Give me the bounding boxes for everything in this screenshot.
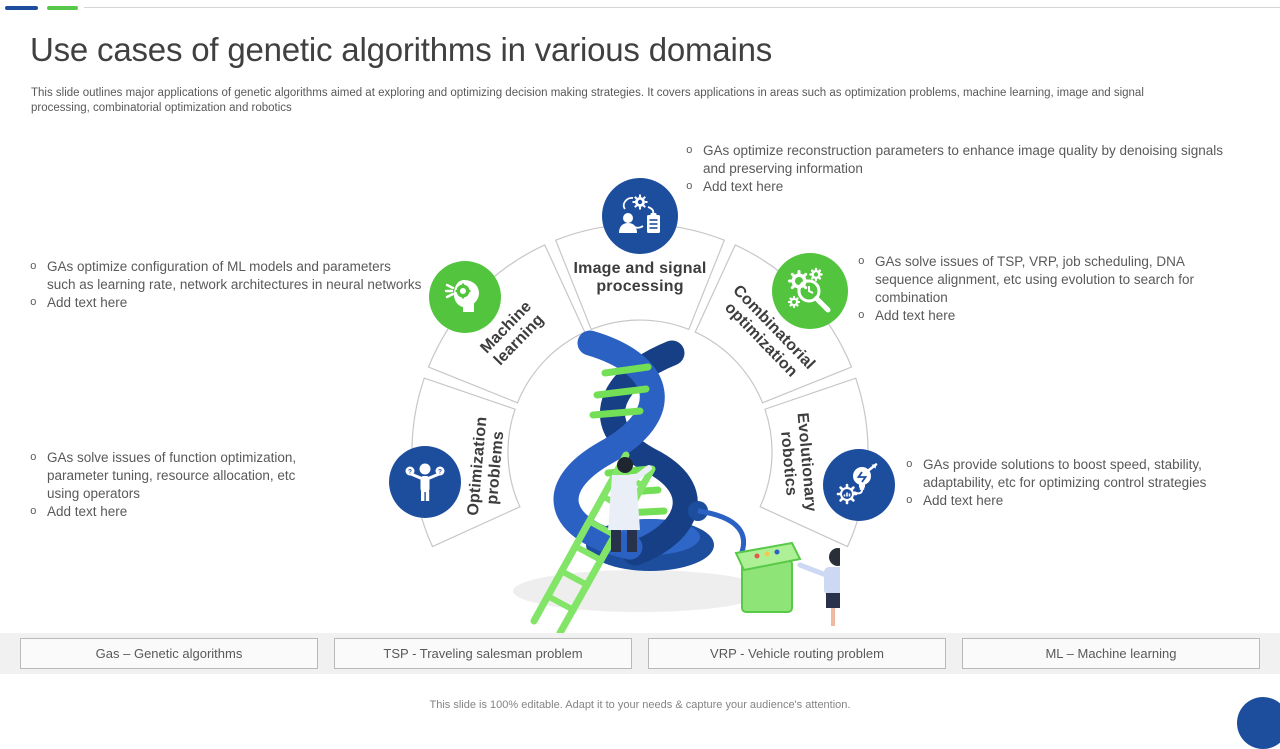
operator-figure <box>797 548 840 626</box>
slide: { "slide": { "title": "Use cases of gene… <box>0 6 1280 749</box>
combinatorial-optimization-text-block: o GAs solve issues of TSP, VRP, job sche… <box>858 253 1226 325</box>
legend-box-vrp: VRP - Vehicle routing problem <box>648 638 946 669</box>
bullet-item: o Add text here <box>858 307 956 323</box>
evolutionary-robotics-text-block: o GAs provide solutions to boost speed, … <box>906 456 1250 510</box>
accent-dash-green <box>47 6 78 10</box>
legend-box-ml: ML – Machine learning <box>962 638 1260 669</box>
image-signal-processing-text-block: o GAs optimize reconstruction parameters… <box>686 142 1234 196</box>
bullet-icon: o <box>686 180 693 193</box>
top-divider-line <box>84 7 1280 8</box>
page-title: Use cases of genetic algorithms in vario… <box>30 31 773 68</box>
dna-illustration <box>513 330 840 635</box>
optimization-problems-text-block: o GAs solve issues of function optimizat… <box>30 449 330 521</box>
accent-dash-blue <box>5 6 38 10</box>
bullet-item: o Add text here <box>30 503 128 519</box>
head-gear-icon <box>444 280 479 312</box>
bullet-icon: o <box>30 505 37 518</box>
bullet-icon: o <box>30 261 37 273</box>
bullet-item: o GAs provide solutions to boost speed, … <box>906 457 1207 490</box>
bullet-icon: o <box>686 145 693 157</box>
abbreviation-legend-strip: Gas – Genetic algorithms TSP - Traveling… <box>0 633 1280 674</box>
optimization-problems-badge: ? ? <box>389 446 461 518</box>
bullet-item: o GAs optimize configuration of ML model… <box>30 259 422 292</box>
editable-note: This slide is 100% editable. Adapt it to… <box>429 699 851 711</box>
bullet-item: o Add text here <box>686 178 784 194</box>
scientist-figure <box>608 457 652 552</box>
bullet-item: o Add text here <box>30 294 128 310</box>
person-gear-clipboard-icon <box>619 194 660 233</box>
slide-description: This slide outlines major applications o… <box>31 87 1144 114</box>
segment-label-image-signal-processing: Image and signal processing <box>573 260 707 295</box>
evolutionary-robotics-badge <box>823 449 895 521</box>
bullet-icon: o <box>906 494 913 507</box>
combinatorial-optimization-badge <box>772 253 848 329</box>
person-choices-icon: ? ? <box>405 463 445 501</box>
bullet-icon: o <box>30 452 37 464</box>
bullet-icon: o <box>858 309 865 322</box>
machine-learning-badge <box>429 261 501 333</box>
bullet-icon: o <box>30 296 37 309</box>
bullet-item: o GAs solve issues of TSP, VRP, job sche… <box>858 254 1194 305</box>
bullet-item: o Add text here <box>906 492 1004 508</box>
bullet-icon: o <box>858 256 865 268</box>
gears-magnifier-icon <box>787 267 831 313</box>
bulb-gear-arrow-icon <box>836 463 878 505</box>
bullet-icon: o <box>906 459 913 471</box>
svg-text:?: ? <box>408 469 412 476</box>
corner-decoration-circle <box>1237 697 1280 749</box>
legend-box-tsp: TSP - Traveling salesman problem <box>334 638 632 669</box>
image-signal-processing-badge <box>602 178 678 254</box>
svg-text:?: ? <box>438 469 442 476</box>
bullet-item: o GAs optimize reconstruction parameters… <box>686 143 1224 176</box>
bullet-item: o GAs solve issues of function optimizat… <box>30 450 297 501</box>
machine-learning-text-block: o GAs optimize configuration of ML model… <box>30 258 422 312</box>
legend-box-gas: Gas – Genetic algorithms <box>20 638 318 669</box>
